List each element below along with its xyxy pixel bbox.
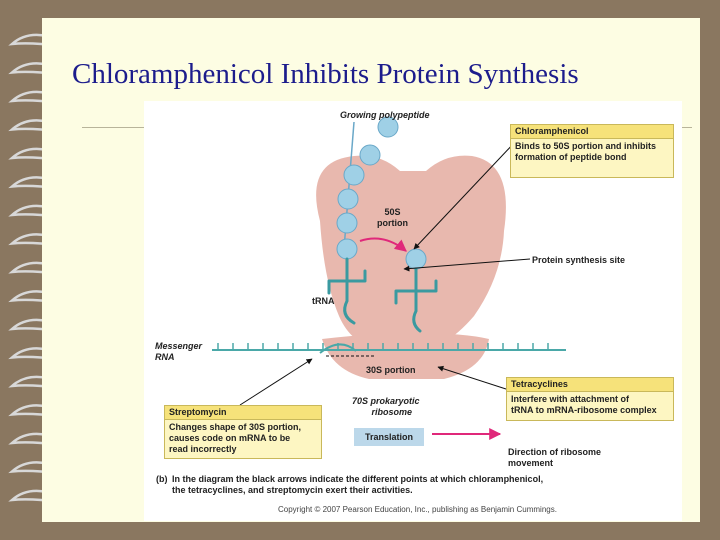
trna-label: tRNA (312, 296, 335, 306)
caption: In the diagram the black arrows indicate… (172, 474, 543, 496)
protein-synthesis-site-label: Protein synthesis site (532, 255, 626, 265)
copyright: Copyright © 2007 Pearson Education, Inc.… (278, 505, 557, 514)
tetracyclines-body-line1: Interfere with attachment of (511, 394, 630, 404)
caption-line2: the tetracyclines, and streptomycin exer… (172, 485, 413, 495)
tetracyclines-pointer (437, 365, 507, 390)
label-30s: 30S portion (366, 365, 416, 375)
label-50s-line1: 50S (384, 207, 401, 217)
tetracyclines-title: Tetracyclines (507, 378, 673, 392)
streptomycin-body-line3: read incorrectly (169, 444, 237, 454)
messenger-rna-line2: RNA (155, 352, 175, 362)
direction-label: Direction of ribosome movement (508, 447, 601, 469)
chloramphenicol-box: Chloramphenicol Binds to 50S portion and… (510, 124, 674, 178)
messenger-rna-label: Messenger RNA (155, 341, 202, 363)
ribosome-70s-label: 70S prokaryotic ribosome (352, 396, 420, 418)
direction-line1: Direction of ribosome (508, 447, 602, 457)
peptide-transfer-arrow (359, 237, 407, 252)
label-50s: 50S portion (377, 207, 408, 229)
chloramphenicol-pointer (413, 140, 517, 250)
mrna-bulge (319, 343, 357, 354)
growing-polypeptide-label: Growing polypeptide (340, 110, 430, 120)
chloramphenicol-body-line2: formation of peptide bond (515, 152, 627, 162)
streptomycin-pointer (239, 358, 313, 406)
translation-label: Translation (354, 428, 424, 446)
streptomycin-body-line1: Changes shape of 30S portion, (169, 422, 302, 432)
tetracyclines-box: Tetracyclines Interfere with attachment … (506, 377, 674, 421)
caption-letter: (b) (156, 474, 168, 484)
caption-line1: In the diagram the black arrows indicate… (172, 474, 544, 484)
direction-line2: movement (508, 458, 554, 468)
chloramphenicol-title: Chloramphenicol (511, 125, 673, 139)
ribosome-70s-line1: 70S prokaryotic (352, 396, 420, 406)
ribosome-70s-line2: ribosome (371, 407, 413, 417)
streptomycin-title: Streptomycin (165, 406, 321, 420)
growing-polypeptide-chain (336, 116, 427, 270)
mrna-codon-ticks (217, 343, 549, 350)
ribosome-30s-subunit (322, 333, 489, 379)
label-50s-line2: portion (377, 218, 408, 228)
trna-right (394, 267, 438, 333)
tetracyclines-body-line2: tRNA to mRNA-ribosome complex (511, 405, 657, 415)
ribosome-diagram (212, 116, 566, 440)
trna-left (327, 257, 367, 325)
chloramphenicol-body-line1: Binds to 50S portion and inhibits (515, 141, 656, 151)
protein-site-pointer (403, 258, 531, 272)
messenger-rna-line1: Messenger (155, 341, 203, 351)
streptomycin-body-line2: causes code on mRNA to be (169, 433, 291, 443)
slide-title: Chloramphenicol Inhibits Protein Synthes… (72, 58, 579, 90)
streptomycin-box: Streptomycin Changes shape of 30S portio… (164, 405, 322, 459)
